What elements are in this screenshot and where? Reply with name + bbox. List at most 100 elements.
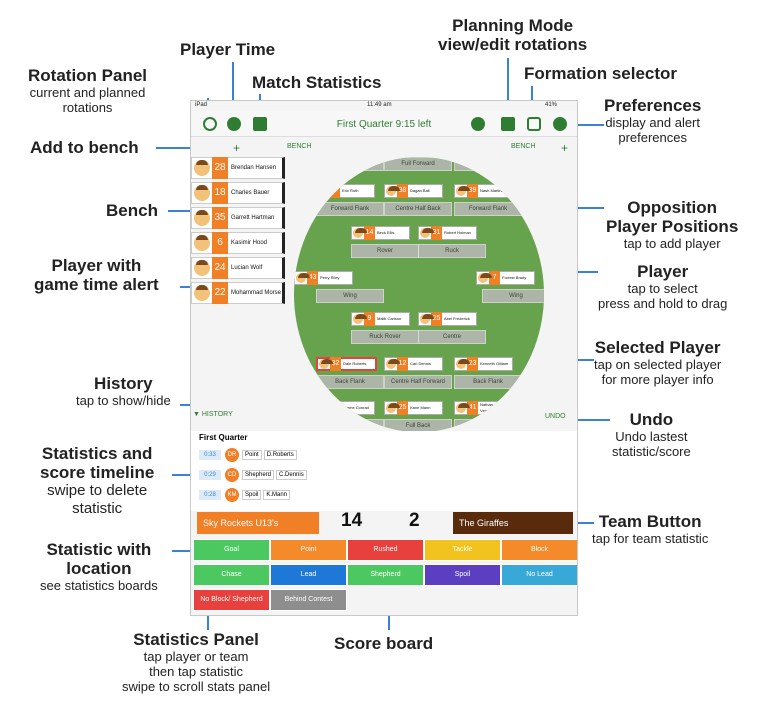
- stat-button[interactable]: Lead: [270, 564, 347, 586]
- position-zone[interactable]: Rover: [351, 244, 419, 258]
- history-toggle[interactable]: ▼ HISTORY: [193, 411, 233, 418]
- avatar: [456, 359, 470, 369]
- undo-button[interactable]: UNDO: [545, 413, 566, 420]
- stat-button[interactable]: Tackle: [424, 539, 501, 561]
- planning-mode-icon[interactable]: [501, 117, 515, 131]
- annotation-player-time: Player Time: [180, 40, 276, 59]
- home-team-button[interactable]: Sky Rockets U13's: [197, 512, 319, 534]
- timeline-player: K.Mann: [263, 490, 291, 500]
- avatar: [318, 403, 332, 413]
- stat-button[interactable]: Chase: [193, 564, 270, 586]
- position-zone[interactable]: Forward Pocket: [454, 157, 522, 171]
- callout-line: [172, 474, 196, 476]
- formation-icon[interactable]: [527, 117, 541, 131]
- position-zone[interactable]: Wing: [482, 289, 544, 303]
- position-zone[interactable]: Forward Pocket: [316, 157, 384, 171]
- stat-button[interactable]: No Lead: [501, 564, 577, 586]
- position-zone[interactable]: Centre: [418, 330, 486, 344]
- callout-line: [574, 419, 610, 421]
- statistics-icon[interactable]: [253, 117, 267, 131]
- add-opposition-button[interactable]: +: [561, 141, 569, 155]
- position-zone[interactable]: Back Pocket: [316, 419, 384, 432]
- player-name: Beck Ellis: [377, 230, 395, 235]
- stat-button[interactable]: Goal: [193, 539, 270, 561]
- position-zone[interactable]: Back Pocket: [454, 419, 522, 432]
- away-score: 2: [409, 510, 420, 531]
- timeline-stat: Spoil: [242, 490, 262, 500]
- stat-button[interactable]: Block: [501, 539, 577, 561]
- player-number: 1: [329, 184, 340, 198]
- callout-line: [172, 550, 196, 552]
- away-team-button[interactable]: The Giraffes: [453, 512, 573, 534]
- stat-button[interactable]: Rushed: [347, 539, 424, 561]
- player-name: Mohammad Morse: [231, 289, 282, 296]
- stat-button[interactable]: Behind Contest: [270, 589, 347, 611]
- position-zone[interactable]: Forward Flank: [454, 202, 522, 216]
- position-zone[interactable]: Back Flank: [454, 375, 522, 389]
- position-zone[interactable]: Ruck: [418, 244, 486, 258]
- player-number: 30: [329, 401, 340, 415]
- player-name: Forrest Brady: [502, 275, 527, 280]
- bench-toggle-left[interactable]: BENCH: [287, 143, 312, 150]
- help-icon[interactable]: [471, 117, 485, 131]
- player-name: Kasimir Hood: [231, 239, 268, 246]
- home-score: 14: [341, 510, 363, 531]
- position-zone[interactable]: Centre Half Forward: [384, 375, 452, 389]
- position-zone[interactable]: Full Back: [384, 419, 452, 432]
- position-zone[interactable]: Centre Half Back: [384, 202, 452, 216]
- player-number: 7: [489, 271, 500, 285]
- player-number: 18: [212, 182, 228, 204]
- stat-button[interactable]: Spoil: [424, 564, 501, 586]
- stopwatch-icon[interactable]: [227, 117, 241, 131]
- player-number: 14: [364, 226, 375, 240]
- player-name: Malik Carlson: [377, 316, 402, 321]
- player-name: Carl Dennis: [410, 361, 431, 366]
- position-zone[interactable]: Wing: [316, 289, 384, 303]
- gear-icon[interactable]: [553, 117, 567, 131]
- position-zone[interactable]: Full Forward: [384, 157, 452, 171]
- player-name: Robert Holman: [444, 230, 471, 235]
- rotation-icon[interactable]: [203, 117, 217, 131]
- stat-button[interactable]: No Block/ Shepherd: [193, 589, 270, 611]
- position-zone[interactable]: Ruck Rover: [351, 330, 419, 344]
- stat-button[interactable]: Shepherd: [347, 564, 424, 586]
- position-zone[interactable]: Back Flank: [316, 375, 384, 389]
- bench-toggle-right[interactable]: BENCH: [511, 143, 536, 150]
- avatar: [456, 186, 470, 196]
- position-zone[interactable]: Forward Flank: [316, 202, 384, 216]
- avatar: [194, 160, 210, 176]
- player-number: 23: [467, 357, 478, 371]
- stat-button[interactable]: Point: [270, 539, 347, 561]
- add-to-bench-button[interactable]: +: [233, 141, 241, 155]
